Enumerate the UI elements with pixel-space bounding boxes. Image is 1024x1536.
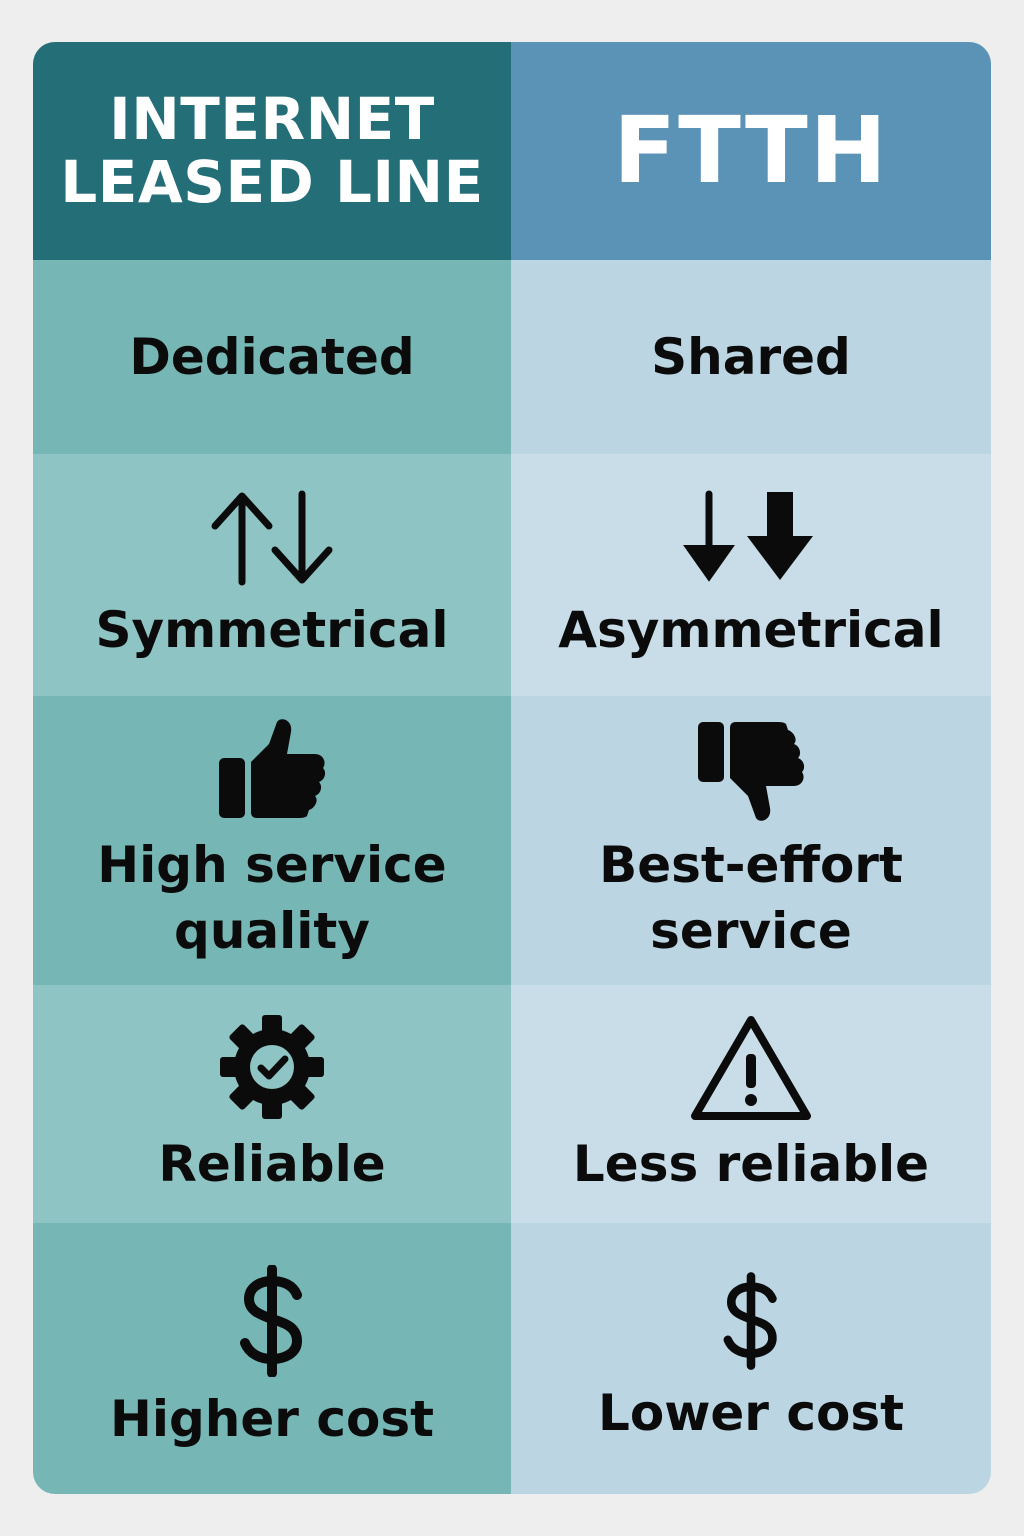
cell-high-service-quality: High service quality xyxy=(33,696,511,985)
label-higher-cost: Higher cost xyxy=(110,1390,434,1448)
label-best-effort-service: Best-effort service xyxy=(599,832,903,964)
cell-symmetrical: Symmetrical xyxy=(33,454,511,696)
cell-shared: Shared xyxy=(511,260,991,454)
thumbs-up-icon xyxy=(217,718,327,822)
header-internet-leased-line: INTERNET LEASED LINE xyxy=(33,42,511,260)
dollar-icon xyxy=(721,1271,781,1371)
warning-icon xyxy=(689,1012,813,1122)
cell-best-effort-service: Best-effort service xyxy=(511,696,991,985)
cell-higher-cost: Higher cost xyxy=(33,1223,511,1494)
label-line1: High service xyxy=(97,835,447,894)
comparison-table: INTERNET LEASED LINE FTTH Dedicated Shar… xyxy=(33,42,991,1494)
cell-lower-cost: Lower cost xyxy=(511,1223,991,1494)
right-title: FTTH xyxy=(613,97,889,205)
gear-check-icon xyxy=(217,1012,327,1122)
dollar-icon xyxy=(237,1265,307,1377)
cell-asymmetrical: Asymmetrical xyxy=(511,454,991,696)
left-title-line2: LEASED LINE xyxy=(60,148,484,216)
cell-less-reliable: Less reliable xyxy=(511,985,991,1223)
left-title-line1: INTERNET xyxy=(109,85,435,154)
header-ftth: FTTH xyxy=(511,42,991,260)
down-arrows-icon xyxy=(681,488,821,588)
label-high-service-quality: High service quality xyxy=(97,832,446,964)
label-reliable: Reliable xyxy=(158,1134,386,1193)
label-less-reliable: Less reliable xyxy=(572,1134,930,1193)
label-symmetrical: Symmetrical xyxy=(95,600,449,659)
label-shared: Shared xyxy=(651,327,851,386)
label-lower-cost: Lower cost xyxy=(597,1384,905,1442)
label-line2: quality xyxy=(174,901,370,960)
cell-dedicated: Dedicated xyxy=(33,260,511,454)
label-line1: Best-effort xyxy=(599,835,903,894)
label-line2: service xyxy=(650,901,852,960)
label-dedicated: Dedicated xyxy=(129,327,415,386)
cell-reliable: Reliable xyxy=(33,985,511,1223)
thumbs-down-icon xyxy=(696,718,806,822)
up-down-arrows-icon xyxy=(207,488,337,588)
label-asymmetrical: Asymmetrical xyxy=(558,600,944,659)
left-title: INTERNET LEASED LINE xyxy=(60,88,483,213)
